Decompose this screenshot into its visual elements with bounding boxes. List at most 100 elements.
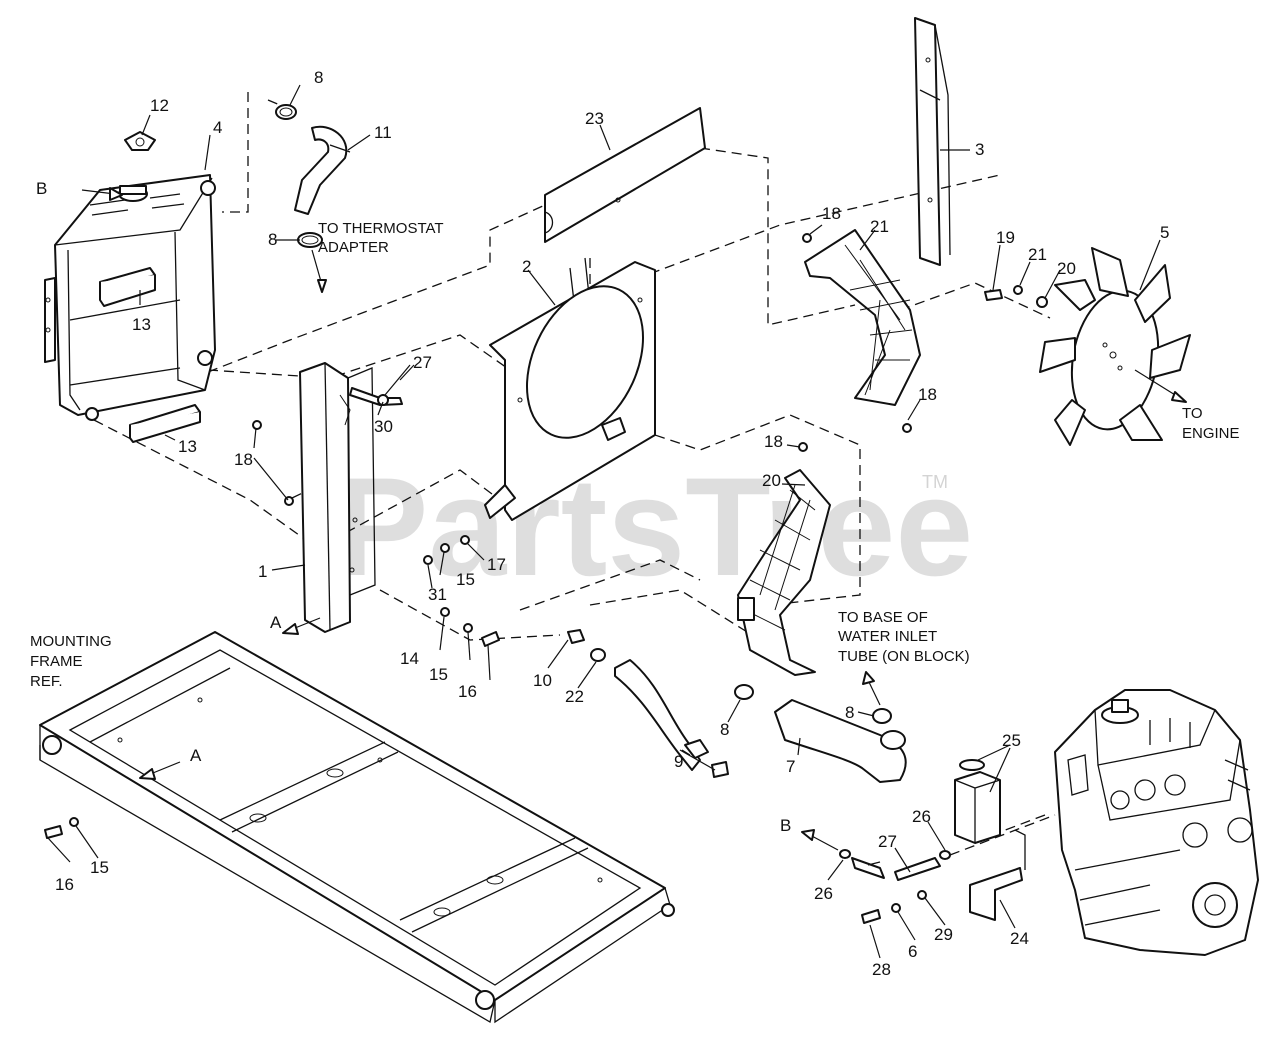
callout-18-guard: 18 (764, 432, 783, 451)
callout-8-top: 8 (314, 68, 323, 87)
callout-8-thermostat: 8 (268, 230, 277, 249)
callout-8-block: 8 (845, 703, 854, 722)
callout-24: 24 (1010, 929, 1029, 948)
callout-16-middle: 16 (458, 682, 477, 701)
callout-1: 1 (258, 562, 267, 581)
callout-18-left: 18 (234, 450, 253, 469)
callout-16-frame: 16 (55, 875, 74, 894)
callout-19: 19 (996, 228, 1015, 247)
engine-block (1054, 689, 1259, 956)
water-inlet-arrow (862, 671, 881, 706)
radiator-arrow-b (81, 187, 123, 201)
assembly-dashed-lines (93, 92, 1056, 856)
callout-10: 10 (533, 671, 552, 690)
callouts: 4 12 B 13 13 8 11 8 23 2 3 5 19 21 20 18… (36, 68, 1169, 979)
callout-18-right: 18 (918, 385, 937, 404)
watermark-trademark: TM (922, 472, 948, 492)
coolant-overflow-tank (954, 759, 1001, 844)
callout-15-upper: 15 (456, 570, 475, 589)
callout-26-left: 26 (814, 884, 833, 903)
callout-21-guard: 21 (870, 217, 889, 236)
leader-lines (47, 84, 1161, 959)
hose-clamp-lower (297, 232, 323, 248)
drain-valve (684, 739, 729, 778)
engine-arrow (1134, 369, 1187, 403)
callout-13-lower: 13 (178, 437, 197, 456)
overflow-arrow-b (801, 829, 839, 851)
callout-30: 30 (374, 417, 393, 436)
engine-inlet-hose (774, 699, 907, 783)
callout-15-frame: 15 (90, 858, 109, 877)
callout-17: 17 (487, 555, 506, 574)
callout-4: 4 (213, 118, 222, 137)
side-panel-right (914, 17, 951, 266)
callout-18-upper: 18 (822, 204, 841, 223)
cooling-fan (1039, 247, 1191, 446)
annotation-water-inlet-line2: WATER INLET (838, 628, 937, 645)
hose-clamp-upper (275, 104, 297, 120)
foam-strip-lower (129, 404, 201, 443)
callout-9: 9 (674, 752, 683, 771)
annotations: TO THERMOSTAT ADAPTER TO ENGINE TO BASE … (30, 220, 1240, 690)
callout-28: 28 (872, 960, 891, 979)
callout-b-overflow: B (780, 816, 791, 835)
callout-20-guard: 20 (762, 471, 781, 490)
lower-radiator-hose (614, 659, 701, 771)
callout-27-upper: 27 (413, 353, 432, 372)
annotation-frame-line2: FRAME (30, 653, 83, 670)
callout-27-lower: 27 (878, 832, 897, 851)
mounting-frame (39, 631, 675, 1024)
callout-26-right: 26 (912, 807, 931, 826)
frame-arrow-a-lower (139, 761, 181, 780)
tank-bracket (969, 829, 1026, 921)
hose-clamp-inlet (734, 684, 754, 700)
foam-strip-upper (99, 267, 156, 307)
drain-fitting (567, 629, 585, 644)
annotation-engine-line2: ENGINE (1182, 425, 1240, 442)
callout-29: 29 (934, 925, 953, 944)
callout-15-middle: 15 (429, 665, 448, 684)
callout-3: 3 (975, 140, 984, 159)
callout-14: 14 (400, 649, 419, 668)
annotation-thermostat-line2: ADAPTER (318, 239, 389, 256)
upper-radiator-hose (294, 125, 351, 215)
overflow-hose-lower (839, 849, 951, 881)
side-panel-left (299, 362, 376, 633)
callout-7: 7 (786, 757, 795, 776)
radiator-cap (124, 131, 156, 151)
callout-25: 25 (1002, 731, 1021, 750)
annotation-water-inlet-line3: TUBE (ON BLOCK) (838, 648, 970, 665)
watermark: PartsTree TM (335, 448, 973, 605)
fasteners (44, 233, 912, 839)
callout-b-radiator: B (36, 179, 47, 198)
annotation-frame-line3: REF. (30, 673, 63, 690)
callout-20-fan: 20 (1057, 259, 1076, 278)
callout-6: 6 (908, 942, 917, 961)
overflow-hose-upper (349, 387, 403, 406)
frame-arrow-a-upper (282, 617, 321, 635)
annotation-engine-line1: TO (1182, 405, 1203, 422)
callout-12: 12 (150, 96, 169, 115)
callout-11: 11 (374, 123, 392, 142)
callout-5: 5 (1160, 223, 1169, 242)
callout-a-panel: A (270, 613, 282, 632)
top-baffle (544, 107, 706, 243)
lower-hose-clamp (590, 648, 606, 662)
callout-22: 22 (565, 687, 584, 706)
callout-8-lower: 8 (720, 720, 729, 739)
hose-clamp-block (872, 708, 892, 724)
callout-13-upper: 13 (132, 315, 151, 334)
callout-31: 31 (428, 585, 447, 604)
annotation-frame-line1: MOUNTING (30, 633, 112, 650)
callout-2: 2 (522, 257, 531, 276)
fan-guard-lower (737, 469, 831, 676)
fan-shroud (484, 257, 656, 521)
watermark-brand: PartsTree (335, 448, 973, 605)
thermostat-arrow (311, 249, 327, 293)
callout-23: 23 (585, 109, 604, 128)
fan-guard-upper (804, 229, 921, 406)
callout-21-fan: 21 (1028, 245, 1047, 264)
callout-a-frame: A (190, 746, 202, 765)
fan-hardware (984, 285, 1048, 308)
